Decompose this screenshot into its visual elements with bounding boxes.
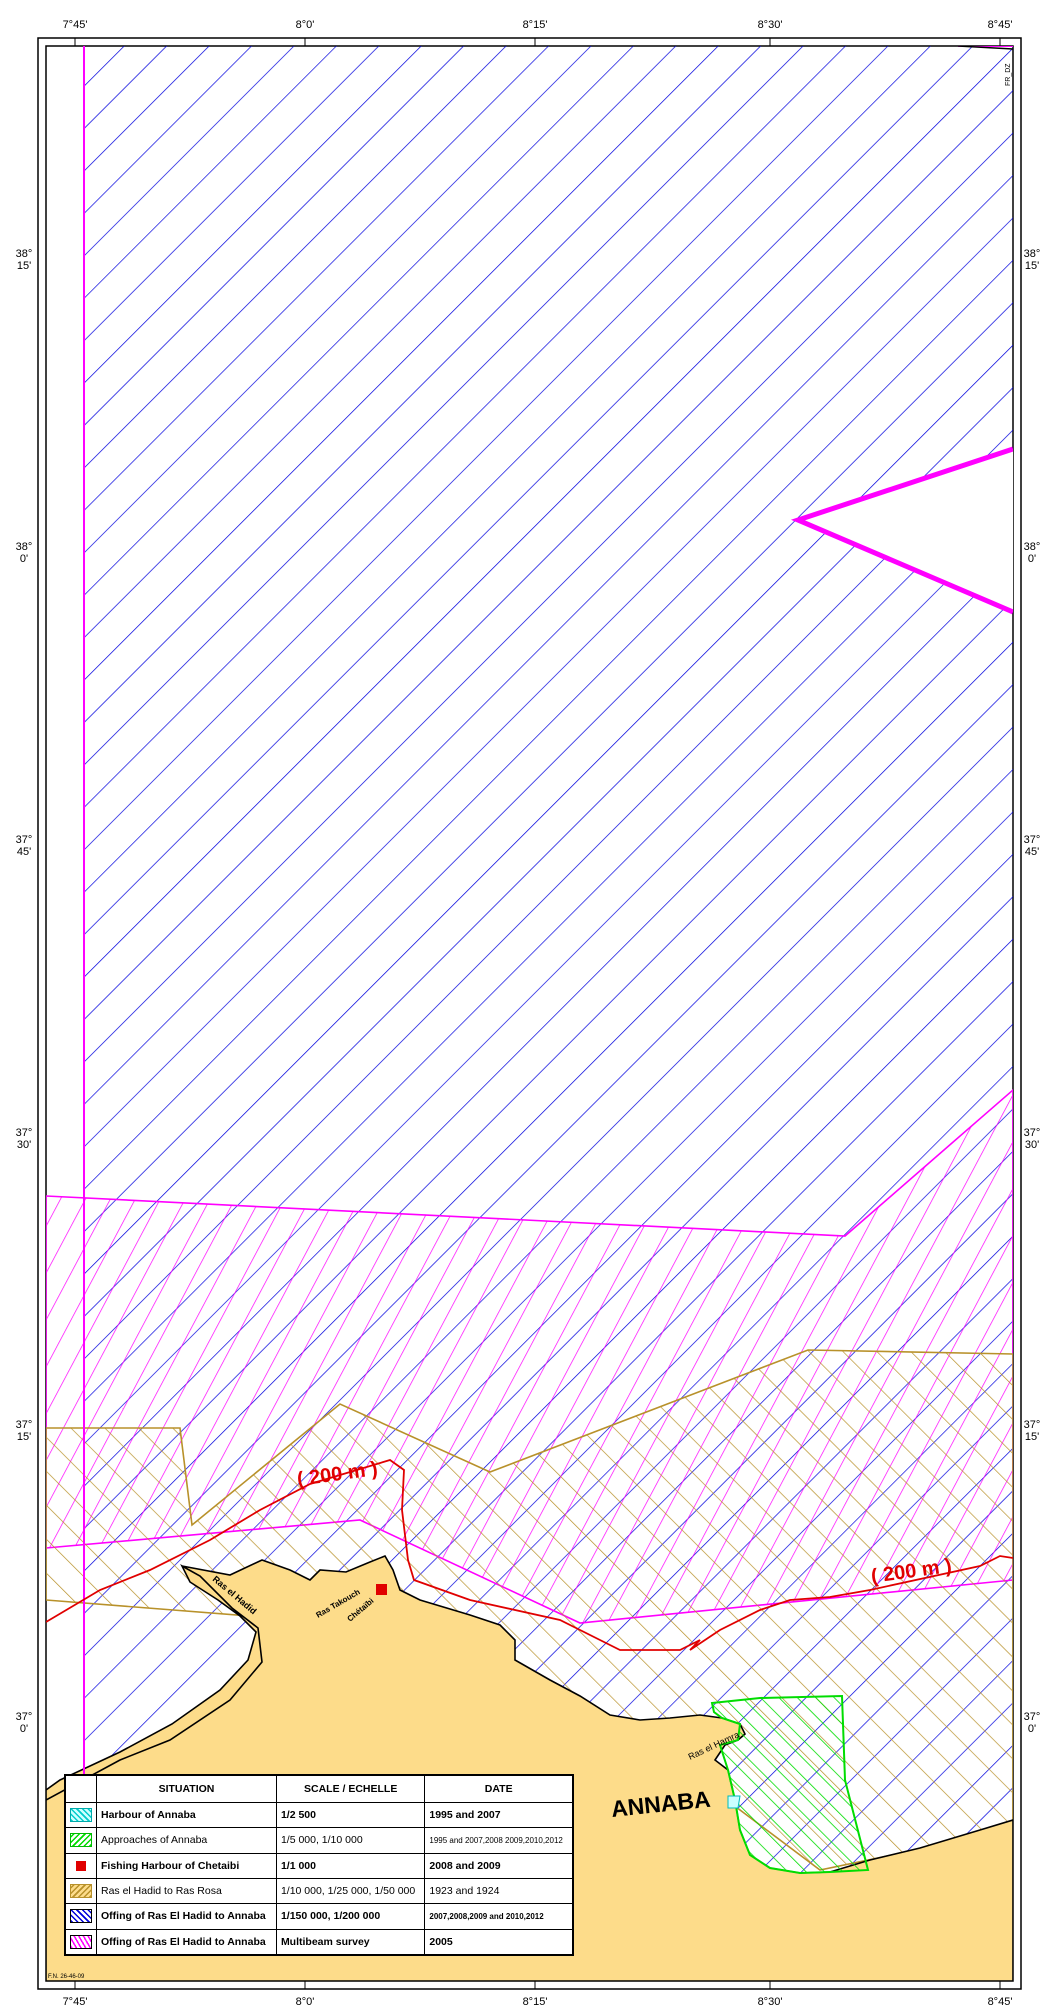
legend-header-swatch (65, 1775, 97, 1803)
blue-hatch-swatch (70, 1909, 92, 1924)
legend-row: Approaches of Annaba 1/5 000, 1/10 000 1… (65, 1827, 573, 1854)
top-tick-4: 8°45' (988, 19, 1013, 31)
legend-scale: 1/150 000, 1/200 000 (275, 1903, 426, 1930)
bottom-tick-0: 7°45' (63, 1996, 88, 2008)
legend-header-situation: SITUATION (96, 1775, 277, 1803)
notch-boundary (790, 446, 1013, 615)
survey-legend: SITUATION SCALE / ECHELLE DATE Harbour o… (64, 1774, 574, 1956)
brown-hatch-swatch (70, 1884, 92, 1899)
harbour-area (727, 1795, 741, 1809)
green-approach-area (710, 1694, 870, 1875)
legend-situation: Offing of Ras El Hadid to Annaba (96, 1903, 277, 1930)
bottom-tick-2: 8°15' (523, 1996, 548, 2008)
left-tick-deg-1: 38° (16, 541, 33, 553)
right-tick-min-5: 0' (1028, 1723, 1036, 1735)
legend-situation: Harbour of Annaba (96, 1801, 277, 1829)
legend-row: Offing of Ras El Hadid to Annaba 1/150 0… (65, 1903, 573, 1930)
legend-row: Harbour of Annaba 1/2 500 1995 and 2007 (65, 1801, 573, 1829)
right-tick-deg-2: 37° (1024, 834, 1041, 846)
unsurveyed-notch (798, 449, 1013, 612)
bottom-graticule: 7°45' 8°0' 8°15' 8°30' 8°45' (63, 1981, 1013, 2008)
left-tick-deg-5: 37° (16, 1711, 33, 1723)
right-tick-min-4: 15' (1025, 1431, 1039, 1443)
left-tick-deg-0: 38° (16, 248, 33, 260)
legend-date: 1923 and 1924 (424, 1877, 573, 1905)
left-tick-deg-2: 37° (16, 834, 33, 846)
legend-scale: 1/1 000 (275, 1852, 426, 1879)
top-tick-0: 7°45' (63, 19, 88, 31)
legend-scale: 1/5 000, 1/10 000 (275, 1827, 426, 1854)
right-tick-deg-0: 38° (1024, 248, 1041, 260)
legend-date: 2008 and 2009 (424, 1852, 573, 1879)
right-tick-min-3: 30' (1025, 1139, 1039, 1151)
depth-contour-200m (46, 1459, 1013, 1651)
bottom-tick-3: 8°30' (758, 1996, 783, 2008)
bottom-tick-1: 8°0' (296, 1996, 315, 2008)
bottom-tick-4: 8°45' (988, 1996, 1013, 2008)
left-tick-deg-3: 37° (16, 1127, 33, 1139)
right-graticule: 38° 15' 38° 0' 37° 45' 37° 30' 37° 15' 3… (1024, 248, 1041, 1735)
top-graticule: 7°45' 8°0' 8°15' 8°30' 8°45' (63, 19, 1013, 46)
legend-date: 1995 and 2007 (424, 1801, 573, 1829)
legend-date: 2007,2008,2009 and 2010,2012 (424, 1903, 573, 1930)
left-tick-min-4: 15' (17, 1431, 31, 1443)
right-tick-deg-5: 37° (1024, 1711, 1041, 1723)
legend-situation: Approaches of Annaba (96, 1827, 277, 1854)
right-tick-min-2: 45' (1025, 846, 1039, 858)
legend-row: Offing of Ras El Hadid to Annaba Multibe… (65, 1928, 573, 1956)
left-tick-min-2: 45' (17, 846, 31, 858)
legend-situation: Ras el Hadid to Ras Rosa (96, 1877, 277, 1905)
left-tick-deg-4: 37° (16, 1419, 33, 1431)
legend-row: Ras el Hadid to Ras Rosa 1/10 000, 1/25 … (65, 1877, 573, 1905)
legend-table: SITUATION SCALE / ECHELLE DATE Harbour o… (65, 1775, 573, 1956)
legend-row: Fishing Harbour of Chetaibi 1/1 000 2008… (65, 1852, 573, 1879)
bottom-code: F.N. 26-46-09 (48, 1974, 85, 1980)
top-tick-3: 8°30' (758, 19, 783, 31)
right-tick-deg-4: 37° (1024, 1419, 1041, 1431)
legend-situation: Fishing Harbour of Chetaibi (96, 1852, 277, 1879)
legend-scale: 1/2 500 (275, 1801, 426, 1829)
right-tick-deg-3: 37° (1024, 1127, 1041, 1139)
legend-header-date: DATE (424, 1775, 573, 1803)
left-tick-min-3: 30' (17, 1139, 31, 1151)
top-tick-2: 8°15' (523, 19, 548, 31)
outer-frame (37, 37, 1022, 1990)
magenta-hatch-swatch (70, 1934, 92, 1949)
right-tick-min-1: 0' (1028, 553, 1036, 565)
fishing-harbour-marker (376, 1584, 387, 1595)
legend-situation: Offing of Ras El Hadid to Annaba (96, 1928, 277, 1956)
left-tick-min-0: 15' (17, 260, 31, 272)
legend-date: 2005 (424, 1928, 573, 1956)
legend-header-row: SITUATION SCALE / ECHELLE DATE (65, 1775, 573, 1803)
red-square-swatch (76, 1861, 86, 1872)
right-tick-deg-1: 38° (1024, 541, 1041, 553)
corner-code: FR_DZ (1005, 63, 1012, 86)
legend-scale: 1/10 000, 1/25 000, 1/50 000 (275, 1877, 426, 1905)
top-tick-1: 8°0' (296, 19, 315, 31)
legend-header-scale: SCALE / ECHELLE (275, 1775, 426, 1803)
green-hatch-swatch (70, 1833, 92, 1848)
legend-scale: Multibeam survey (275, 1928, 426, 1956)
cyan-hatch-swatch (70, 1808, 92, 1823)
left-tick-min-5: 0' (20, 1723, 28, 1735)
left-tick-min-1: 0' (20, 553, 28, 565)
left-graticule: 38° 15' 38° 0' 37° 45' 37° 30' 37° 15' 3… (16, 248, 33, 1735)
legend-date: 1995 and 2007,2008 2009,2010,2012 (424, 1827, 573, 1854)
right-tick-min-0: 15' (1025, 260, 1039, 272)
